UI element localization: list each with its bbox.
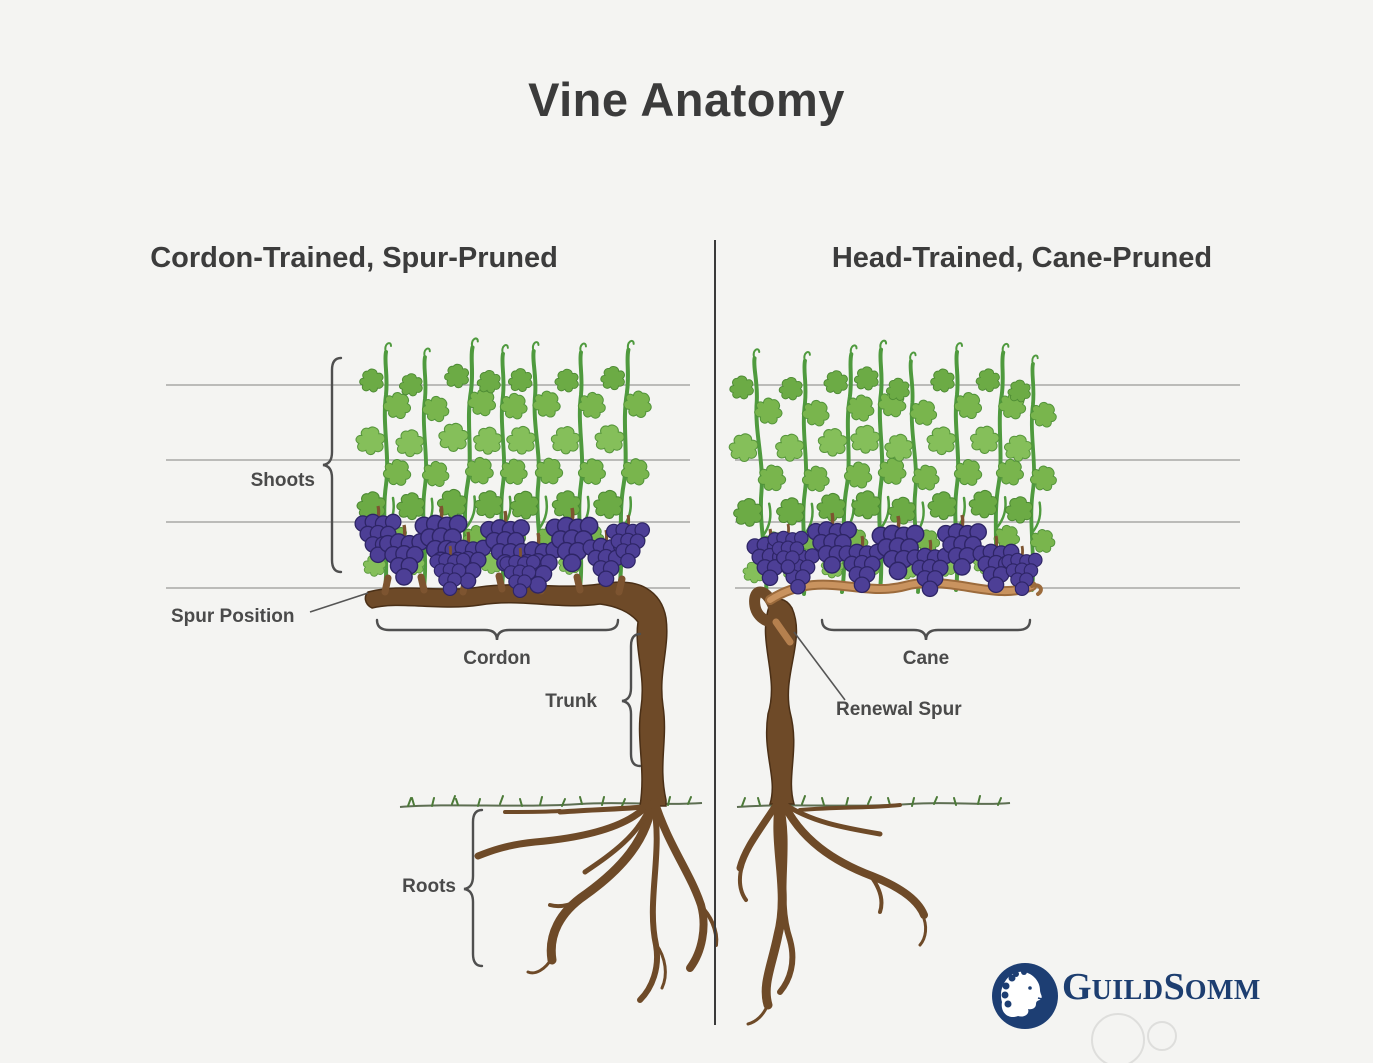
spur-position-label: Spur Position: [171, 606, 295, 627]
cane-brace: [820, 618, 1032, 641]
right-roots: [736, 795, 928, 1026]
guildsomm-emblem-icon: [992, 963, 1058, 1029]
trunk-brace: [621, 632, 642, 768]
spur-position-leader: [309, 592, 369, 613]
cordon-brace: [375, 618, 620, 641]
decorative-circles: [1091, 1013, 1177, 1063]
renewal-spur-label: Renewal Spur: [836, 699, 962, 720]
annotation-braces: [309, 356, 1032, 968]
left-panel-heading: Cordon-Trained, Spur-Pruned: [150, 242, 558, 274]
renewal-spur-stub: [772, 618, 794, 646]
roots-label: Roots: [402, 876, 456, 897]
right-panel-heading: Head-Trained, Cane-Pruned: [831, 242, 1213, 274]
wordmark-omm: OMM: [1184, 975, 1261, 1006]
trunk-label: Trunk: [545, 691, 597, 712]
roots-brace: [463, 808, 484, 968]
wordmark-s: S: [1163, 966, 1185, 1008]
right-head: [749, 586, 788, 628]
cordon-label: Cordon: [463, 648, 531, 669]
right-trunk: [764, 598, 798, 805]
cane-label: Cane: [902, 648, 950, 669]
wordmark-g: G: [1062, 966, 1092, 1008]
wordmark-uild: UILD: [1091, 975, 1164, 1006]
renewal-spur-leader: [793, 631, 846, 701]
guildsomm-wordmark: GUILDSOMM: [1062, 968, 1261, 1006]
shoots-brace: [322, 356, 343, 574]
diagram-title: Vine Anatomy: [528, 73, 845, 126]
left-vine: [354, 337, 719, 1003]
left-roots: [474, 795, 719, 1003]
shoots-label: Shoots: [250, 470, 315, 491]
right-vine: [722, 341, 1059, 1026]
